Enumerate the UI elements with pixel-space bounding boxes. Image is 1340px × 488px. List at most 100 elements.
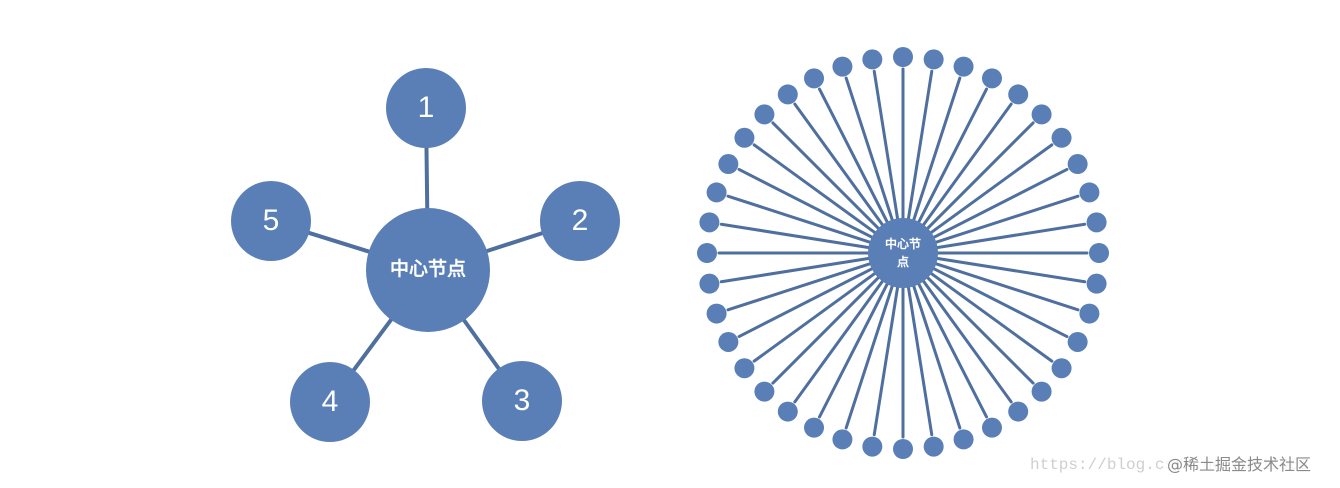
leaf-node-3	[482, 361, 562, 441]
dense-leaf-node	[697, 243, 717, 263]
dense-edge	[921, 121, 1035, 235]
dense-leaf-node	[1067, 331, 1088, 352]
dense-leaf-node	[981, 417, 1002, 438]
dense-leaf-node	[1008, 84, 1029, 105]
dense-leaf-node	[1089, 243, 1109, 263]
central-node	[366, 208, 490, 332]
leaf-node-label-3: 3	[514, 384, 531, 417]
leaf-node-5	[231, 181, 311, 261]
dense-edge	[905, 69, 934, 227]
dense-edge	[924, 143, 1054, 239]
dense-leaf-node	[1079, 303, 1100, 324]
star-topology-diagram: 1 2 3 4 5 中心节点	[231, 68, 620, 442]
dense-leaf-node	[706, 303, 727, 324]
dense-edge	[726, 260, 878, 312]
dense-edge	[914, 87, 989, 230]
dense-edge	[921, 271, 1035, 385]
dense-edge	[910, 278, 962, 430]
dense-star-edges	[717, 67, 1089, 439]
dense-leaf-node	[862, 436, 883, 457]
dense-leaf-node	[1031, 381, 1052, 402]
dense-leaf-node	[923, 436, 944, 457]
dense-edge	[926, 167, 1069, 242]
dense-leaf-node	[699, 273, 720, 294]
dense-edge	[752, 143, 882, 239]
dense-edge	[793, 102, 889, 232]
star-edges	[307, 146, 544, 372]
dense-leaf-node	[923, 49, 944, 70]
dense-edge	[917, 274, 1013, 404]
dense-edge	[817, 276, 892, 419]
dense-edge	[817, 87, 892, 230]
edge-to-node-3	[462, 318, 501, 371]
dense-edge	[726, 194, 878, 246]
dense-edge	[928, 194, 1080, 246]
dense-edge	[737, 264, 880, 339]
dense-leaf-node	[1051, 358, 1072, 379]
dense-star-leaf-nodes	[697, 47, 1109, 459]
dense-edge	[924, 267, 1054, 363]
dense-central-node-label-line-1: 中心节	[885, 236, 921, 251]
dense-leaf-node	[754, 381, 775, 402]
central-node-label: 中心节点	[390, 257, 466, 280]
leaf-node-2	[540, 181, 620, 261]
dense-leaf-node	[718, 331, 739, 352]
dense-edge	[793, 274, 889, 404]
dense-leaf-node	[718, 154, 739, 175]
leaf-node-4	[290, 362, 370, 442]
dense-leaf-node	[734, 127, 755, 148]
edge-to-node-2	[485, 231, 544, 253]
leaf-node-label-1: 1	[418, 91, 435, 124]
dense-edge	[929, 255, 1087, 284]
leaf-node-label-4: 4	[322, 385, 339, 418]
dense-leaf-node	[699, 212, 720, 233]
dense-edge	[872, 279, 901, 437]
leaf-node-label-2: 2	[572, 204, 589, 237]
dense-edge	[771, 121, 885, 235]
dense-edge	[929, 222, 1087, 251]
dense-edge	[844, 278, 896, 430]
dense-edge	[872, 69, 901, 227]
edge-to-node-4	[351, 317, 394, 372]
dense-leaf-node	[734, 358, 755, 379]
dense-leaf-node	[832, 56, 853, 77]
star-nodes: 1 2 3 4 5	[231, 68, 620, 442]
dense-leaf-node	[893, 439, 913, 459]
dense-leaf-node	[754, 104, 775, 125]
leaf-node-label-5: 5	[263, 204, 280, 237]
dense-leaf-node	[804, 417, 825, 438]
dense-edge	[928, 260, 1080, 312]
dense-leaf-node	[832, 429, 853, 450]
dense-leaf-node	[981, 68, 1002, 89]
dense-leaf-node	[777, 401, 798, 422]
dense-leaf-node	[706, 182, 727, 203]
dense-leaf-node	[862, 49, 883, 70]
dense-edge	[914, 276, 989, 419]
dense-leaf-node	[893, 47, 913, 67]
dense-edge	[844, 76, 896, 228]
dense-edge	[926, 264, 1069, 339]
edge-to-node-5	[307, 230, 371, 254]
edge-to-node-1	[424, 146, 430, 210]
dense-central-node-label-line-2: 点	[897, 254, 909, 269]
dense-edge	[737, 167, 880, 242]
leaf-node-1	[386, 68, 466, 148]
dense-edge	[917, 102, 1013, 232]
dense-edge	[752, 267, 882, 363]
dense-leaf-node	[1031, 104, 1052, 125]
dense-leaf-node	[1051, 127, 1072, 148]
dense-edge	[771, 271, 885, 385]
dense-leaf-node	[804, 68, 825, 89]
dense-edge	[905, 279, 934, 437]
dense-leaf-node	[953, 56, 974, 77]
dense-central-node	[868, 218, 938, 288]
dense-edge	[719, 222, 877, 251]
dense-edge	[719, 255, 877, 284]
dense-leaf-node	[1008, 401, 1029, 422]
dense-edge	[910, 76, 962, 228]
dense-leaf-node	[953, 429, 974, 450]
dense-star-topology-diagram: 中心节 点	[697, 47, 1109, 459]
dense-leaf-node	[1086, 212, 1107, 233]
dense-leaf-node	[1079, 182, 1100, 203]
